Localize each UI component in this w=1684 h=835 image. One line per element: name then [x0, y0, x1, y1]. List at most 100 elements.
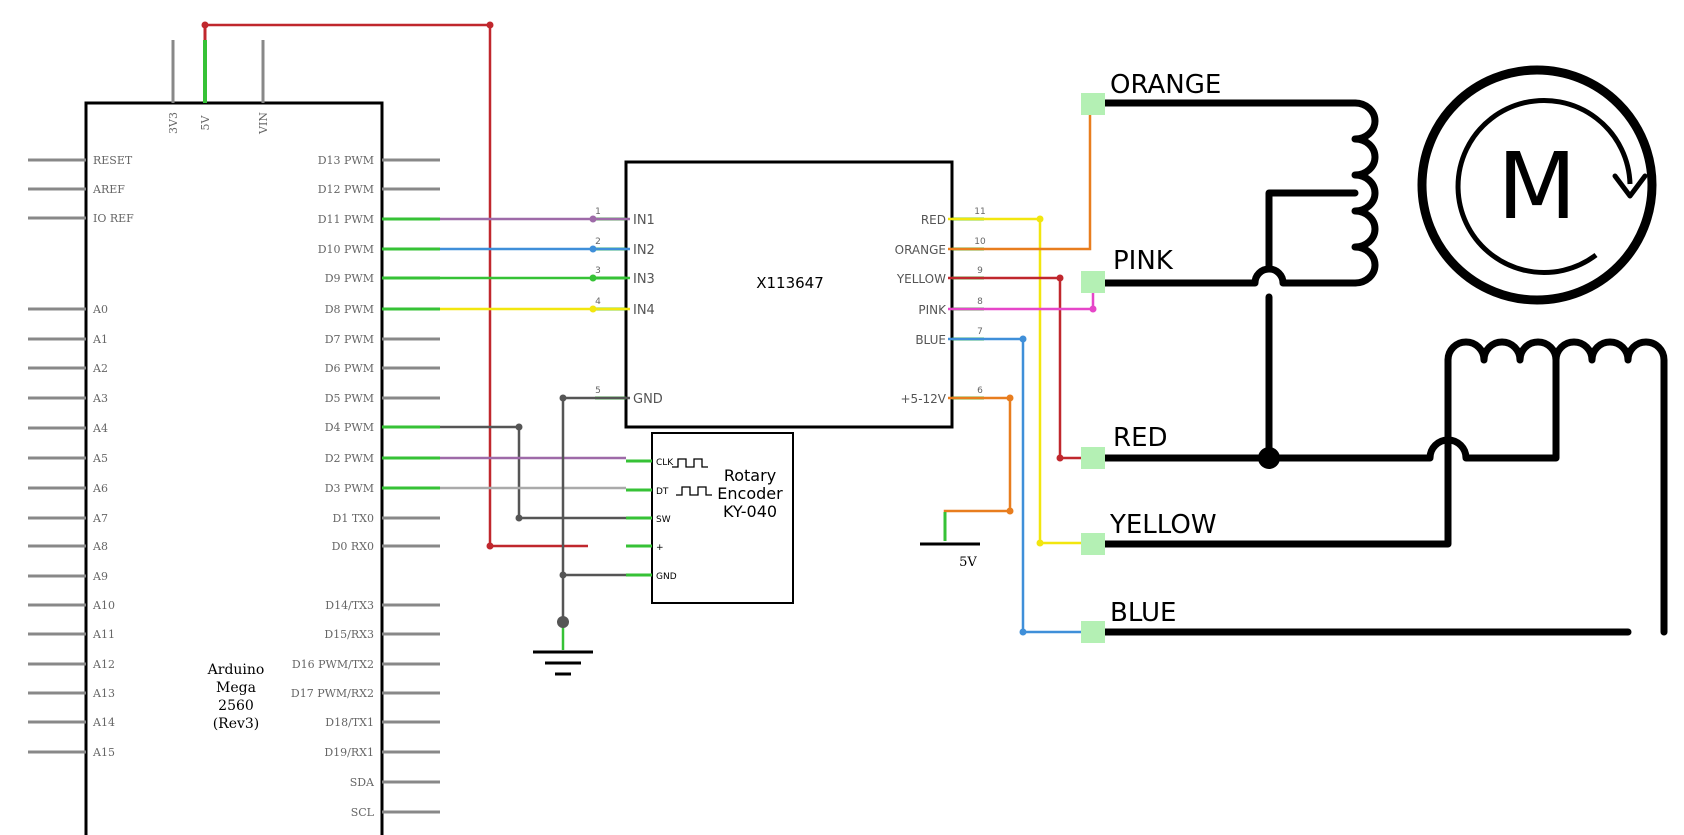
ground-symbol — [533, 650, 593, 676]
arduino-body — [84, 101, 384, 835]
wire-d4-sw — [440, 425, 626, 520]
driver-left-pin-label: IN1 — [633, 213, 655, 228]
motor-symbol-label: M — [1497, 133, 1576, 240]
driver-right-pin-number: 8 — [977, 297, 983, 307]
wire-blue-out — [948, 337, 1095, 634]
arduino-name-2: Mega — [216, 680, 256, 696]
clk-waveform-icon — [672, 458, 708, 468]
driver-left-pin-label: IN4 — [633, 303, 655, 318]
coil-b-yellow-lead — [1093, 356, 1452, 548]
wire-red-out — [948, 217, 1095, 545]
encoder-pin-label: DT — [656, 487, 669, 497]
motor-outer-circle — [1417, 65, 1657, 305]
junction-in2 — [589, 245, 597, 253]
arduino-right-pin-label: D17 PWM/RX2 — [291, 687, 374, 700]
arduino-right-pin-label: D10 PWM — [318, 243, 374, 256]
arduino-top-pin-label: VIN — [257, 112, 270, 135]
driver-right-pin-label: PINK — [918, 303, 947, 317]
arduino-right-pin-label: D3 PWM — [325, 482, 374, 495]
coil-b-center-tap — [1508, 356, 1560, 462]
arduino-left-pin-label: A15 — [92, 746, 115, 759]
wire-orange-out — [948, 100, 1100, 251]
junction-5v-top — [201, 21, 209, 29]
arduino-right-pin-label: D12 PWM — [318, 183, 374, 196]
junction-blue-bottom — [1019, 628, 1027, 636]
wire-power-out — [943, 396, 1012, 541]
wire-yellow-out — [948, 276, 1095, 460]
motor-connectors — [1081, 93, 1105, 643]
driver-left-pin-number: 2 — [595, 237, 601, 247]
arduino-left-pin-label: IO REF — [93, 212, 134, 225]
junction-gnd-bus — [557, 616, 569, 628]
arduino-right-pin-label: D8 PWM — [325, 303, 374, 316]
driver-right-pin-label: YELLOW — [896, 272, 946, 286]
arduino-top-pin-label: 3V3 — [167, 112, 180, 134]
arduino-right-pin-label: D11 PWM — [318, 213, 374, 226]
driver-right-pin-number: 10 — [974, 237, 986, 247]
power-label: 5V — [959, 555, 977, 570]
arduino-name-4: (Rev3) — [213, 716, 260, 732]
motor-rotation-arrow-icon — [1455, 98, 1633, 275]
coil-a-center-tap — [1265, 189, 1359, 462]
driver-left-pin-label: IN2 — [633, 243, 655, 258]
wire-pink-out — [948, 278, 1100, 311]
encoder-pin-label: SW — [656, 515, 671, 525]
driver-name: X113647 — [756, 274, 824, 292]
arduino-right-pin-label: D15/RX3 — [324, 628, 374, 641]
motor-symbol: M — [1417, 65, 1657, 305]
encoder-pins: CLK DT SW + GND — [626, 458, 677, 582]
driver-left-pin-number: 3 — [595, 266, 601, 276]
arduino-right-pin-label: D5 PWM — [325, 392, 374, 405]
encoder-name-1: Rotary — [724, 466, 776, 485]
junction-5v-bottom — [486, 542, 494, 550]
encoder-pin-label: CLK — [656, 458, 674, 468]
power-5v-symbol: 5V — [920, 512, 980, 570]
wire-gnd-driver — [561, 396, 630, 622]
driver-left-pin-label: IN3 — [633, 272, 655, 287]
encoder-name-3: KY-040 — [723, 502, 777, 521]
driver-body — [624, 160, 954, 429]
dt-waveform-icon — [676, 486, 712, 496]
arduino-name-1: Arduino — [207, 662, 265, 678]
wire-5v-red — [205, 23, 588, 548]
arduino-right-pin-label: D18/TX1 — [325, 716, 374, 729]
motor-junction-dot — [1258, 447, 1280, 469]
arduino-left-pin-label: A4 — [92, 422, 108, 435]
driver-right-pin-number: 9 — [977, 266, 983, 276]
encoder-pin-label: + — [656, 543, 664, 553]
junction-power-bottom — [1006, 507, 1014, 515]
connector-pink — [1081, 271, 1105, 293]
arduino-left-pin-label: A1 — [92, 333, 108, 346]
junction-in3 — [589, 274, 597, 282]
junction-gnd-enc — [559, 571, 567, 579]
junction-5v-corner — [486, 21, 494, 29]
driver-left-pin-number: 5 — [595, 386, 601, 396]
driver-left-pin-label: GND — [633, 392, 663, 407]
driver-right-pin-label: ORANGE — [895, 243, 946, 257]
junction-power — [1006, 394, 1014, 402]
arduino-right-pin-label: D16 PWM/TX2 — [292, 658, 374, 671]
arduino-right-pin-label: D4 PWM — [325, 421, 374, 434]
junction-yellow-out — [1056, 274, 1064, 282]
arduino-right-pin-label: D7 PWM — [325, 333, 374, 346]
junction-yellow-bottom — [1056, 454, 1064, 462]
arduino-left-pin-label: A6 — [92, 482, 108, 495]
junction-d4 — [515, 423, 523, 431]
arduino-right-pin-label: D19/RX1 — [324, 746, 374, 759]
driver-left-pin-number: 4 — [595, 297, 601, 307]
arduino-left-pin-label: A13 — [92, 687, 115, 700]
driver-right-pin-number: 6 — [977, 386, 983, 396]
arduino-left-pin-label: A5 — [92, 452, 108, 465]
coil-a-winding — [1351, 99, 1379, 287]
arduino-right-pin-label: D0 RX0 — [332, 540, 374, 553]
arduino-right-pin-label: D13 PWM — [318, 154, 374, 167]
junction-in1 — [589, 215, 597, 223]
arduino-left-pin-label: A14 — [92, 716, 115, 729]
encoder-pin-label: GND — [656, 572, 677, 582]
arduino-left-pin-label: A8 — [92, 540, 108, 553]
